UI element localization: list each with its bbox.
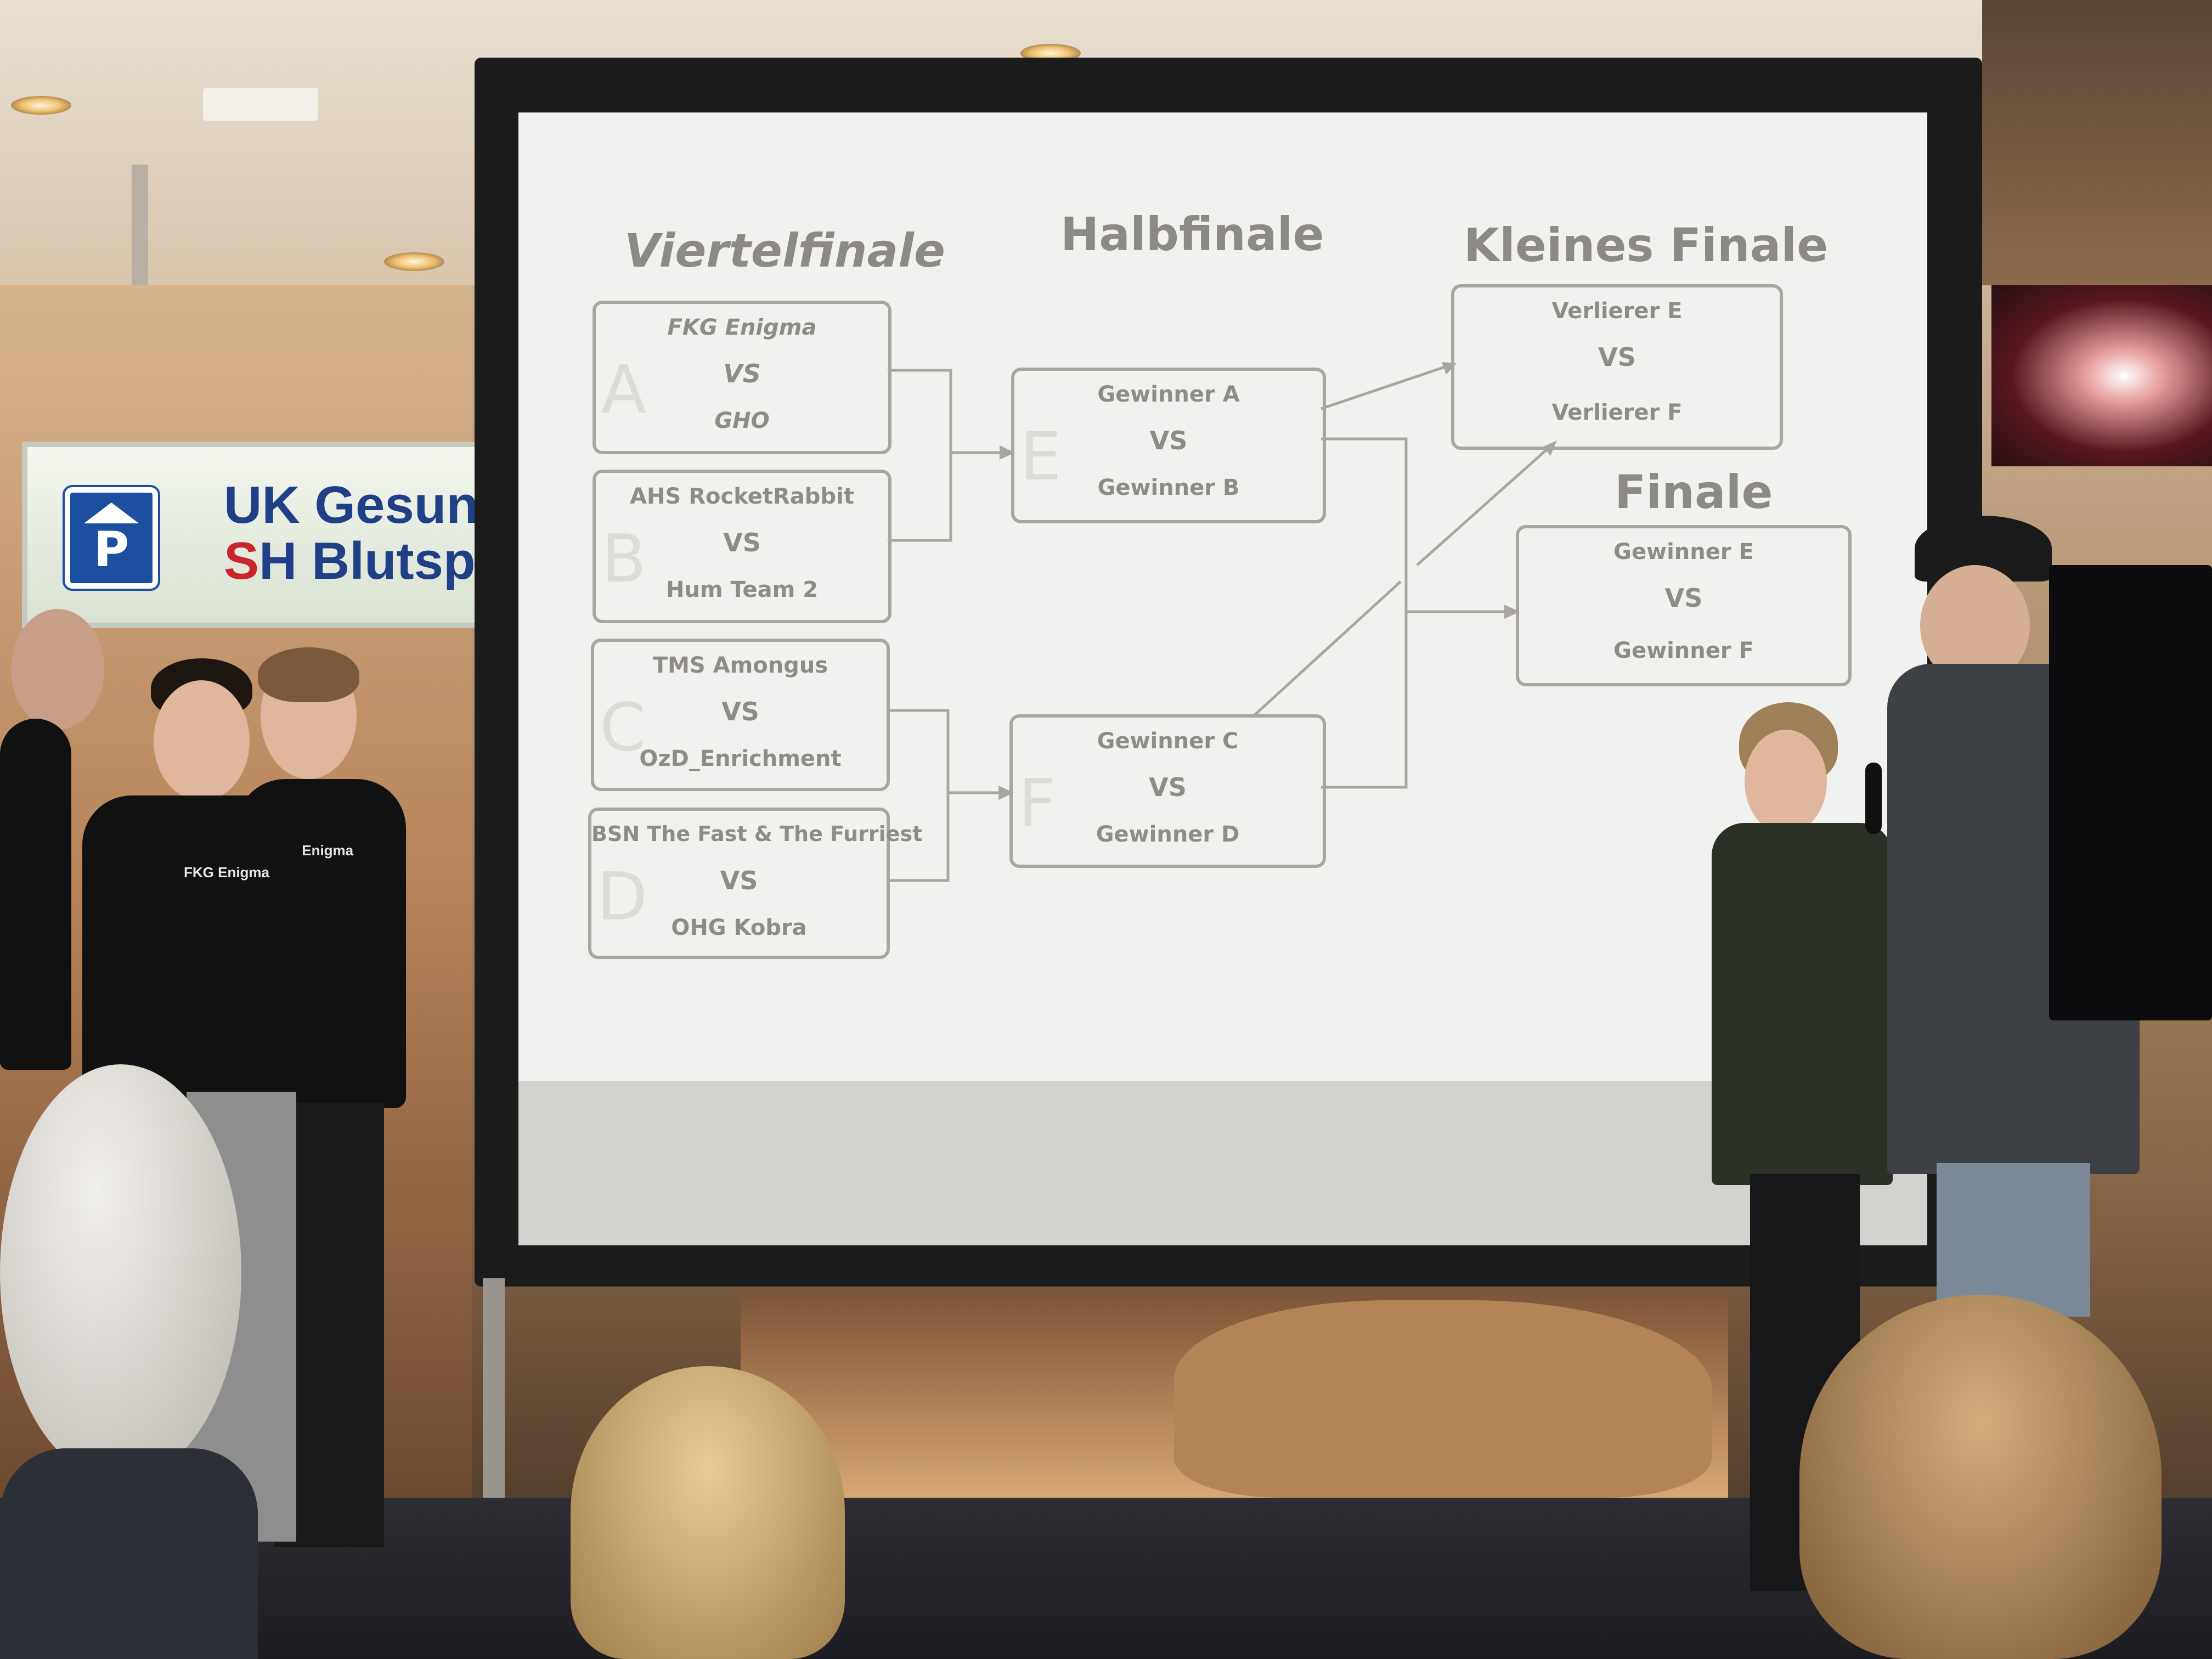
black-shirt bbox=[0, 719, 71, 1070]
ceiling-light bbox=[11, 96, 71, 115]
match-letter: E bbox=[1020, 419, 1062, 495]
team-2: OzD_Enrichment bbox=[639, 746, 842, 771]
match-f: F Gewinner C VS Gewinner D bbox=[1009, 714, 1326, 868]
round-title-quarterfinal: Viertelfinale bbox=[624, 224, 946, 278]
neon-sign bbox=[1991, 285, 2212, 466]
pa-speaker bbox=[2049, 565, 2212, 1020]
round-title-third-place: Kleines Finale bbox=[1464, 218, 1829, 272]
vs-label: VS bbox=[723, 528, 761, 557]
vs-label: VS bbox=[720, 866, 758, 895]
shop-sign-red-letter: S bbox=[224, 532, 259, 590]
shop-sign-line2: SH Blutsp bbox=[224, 531, 476, 591]
team-2: GHO bbox=[714, 408, 770, 433]
team-1: BSN The Fast & The Furriest bbox=[591, 822, 923, 846]
match-b: B AHS RocketRabbit VS Hum Team 2 bbox=[592, 470, 891, 623]
head bbox=[1745, 730, 1827, 834]
team-1: FKG Enigma bbox=[667, 315, 817, 340]
dark-green-shirt bbox=[1712, 823, 1893, 1185]
parking-icon: P bbox=[63, 485, 160, 591]
vs-label: VS bbox=[723, 359, 761, 388]
parking-roof-icon bbox=[84, 503, 139, 523]
head bbox=[154, 680, 250, 801]
mall-ceiling-right bbox=[1982, 0, 2212, 285]
team-1: Gewinner A bbox=[1097, 382, 1240, 407]
team-2: Gewinner D bbox=[1096, 822, 1240, 847]
team-1: TMS Amongus bbox=[652, 653, 828, 678]
connector-e-to-third bbox=[1321, 363, 1452, 410]
vs-label: VS bbox=[1149, 426, 1188, 455]
screen-stand-leg bbox=[483, 1278, 505, 1498]
vs-label: VS bbox=[1664, 583, 1703, 613]
tournament-bracket-slide bbox=[518, 112, 1927, 1081]
brown-hair bbox=[1799, 1295, 2162, 1659]
connector-cd bbox=[888, 709, 950, 882]
blonde-hair bbox=[571, 1366, 845, 1659]
match-third-place: Verlierer E VS Verlierer F bbox=[1451, 284, 1783, 450]
match-letter: F bbox=[1018, 766, 1057, 842]
team-2: Gewinner B bbox=[1097, 475, 1240, 500]
round-title-final: Finale bbox=[1615, 465, 1773, 519]
microphone-icon bbox=[1865, 763, 1882, 834]
audience-member-right bbox=[1799, 1295, 2212, 1659]
connector-ab bbox=[888, 369, 952, 542]
match-c: C TMS Amongus VS OzD_Enrichment bbox=[591, 639, 890, 791]
team-1: Gewinner C bbox=[1097, 729, 1239, 754]
dark-suit bbox=[0, 1448, 258, 1659]
match-final: Gewinner E VS Gewinner F bbox=[1516, 525, 1852, 686]
team-1: Gewinner E bbox=[1613, 539, 1754, 565]
connector-f-to-third-b bbox=[1416, 443, 1554, 566]
arrow-f bbox=[998, 786, 1014, 800]
white-hair bbox=[0, 1064, 241, 1481]
shop-sign-line1: UK Gesun bbox=[224, 476, 479, 534]
match-a: A FKG Enigma VS GHO bbox=[592, 301, 891, 454]
match-letter: C bbox=[600, 690, 646, 766]
audience-member-left bbox=[0, 1064, 258, 1659]
ceiling-vent bbox=[203, 88, 318, 121]
wooden-sculpture bbox=[1174, 1300, 1712, 1498]
vs-label: VS bbox=[721, 697, 759, 726]
match-e: E Gewinner A VS Gewinner B bbox=[1011, 368, 1326, 523]
black-tshirt bbox=[82, 795, 302, 1103]
vs-label: VS bbox=[1598, 342, 1636, 372]
team-2: OHG Kobra bbox=[671, 915, 807, 940]
ceiling-light bbox=[384, 252, 444, 271]
arrow-final bbox=[1504, 605, 1520, 619]
team-1: AHS RocketRabbit bbox=[630, 484, 854, 509]
jeans bbox=[1937, 1163, 2090, 1317]
slide-bottom-band bbox=[518, 1081, 1927, 1245]
hair bbox=[258, 647, 359, 702]
arrow-e bbox=[1000, 445, 1015, 460]
head bbox=[11, 609, 104, 730]
person-left-edge bbox=[0, 609, 110, 1070]
match-d: D BSN The Fast & The Furriest VS OHG Kob… bbox=[588, 808, 923, 959]
tshirt-logo-front: FKG Enigma bbox=[184, 864, 270, 881]
connector-f-to-third-a bbox=[1252, 580, 1402, 717]
audience-member-center bbox=[538, 1366, 867, 1659]
vs-label: VS bbox=[1149, 772, 1187, 802]
match-letter: A bbox=[601, 352, 647, 428]
team-2: Hum Team 2 bbox=[665, 577, 819, 602]
team-2: Verlierer F bbox=[1551, 400, 1683, 425]
round-title-semifinal: Halbfinale bbox=[1060, 207, 1324, 261]
team-2: Gewinner F bbox=[1613, 638, 1754, 663]
match-letter: B bbox=[601, 521, 647, 597]
connector-ef bbox=[1321, 437, 1408, 789]
match-letter: D bbox=[597, 859, 648, 935]
team-member-front: FKG Enigma bbox=[82, 658, 313, 1547]
shop-sign-line2-rest: H Blutsp bbox=[259, 532, 476, 590]
team-1: Verlierer E bbox=[1551, 298, 1683, 324]
parking-letter: P bbox=[93, 521, 129, 578]
